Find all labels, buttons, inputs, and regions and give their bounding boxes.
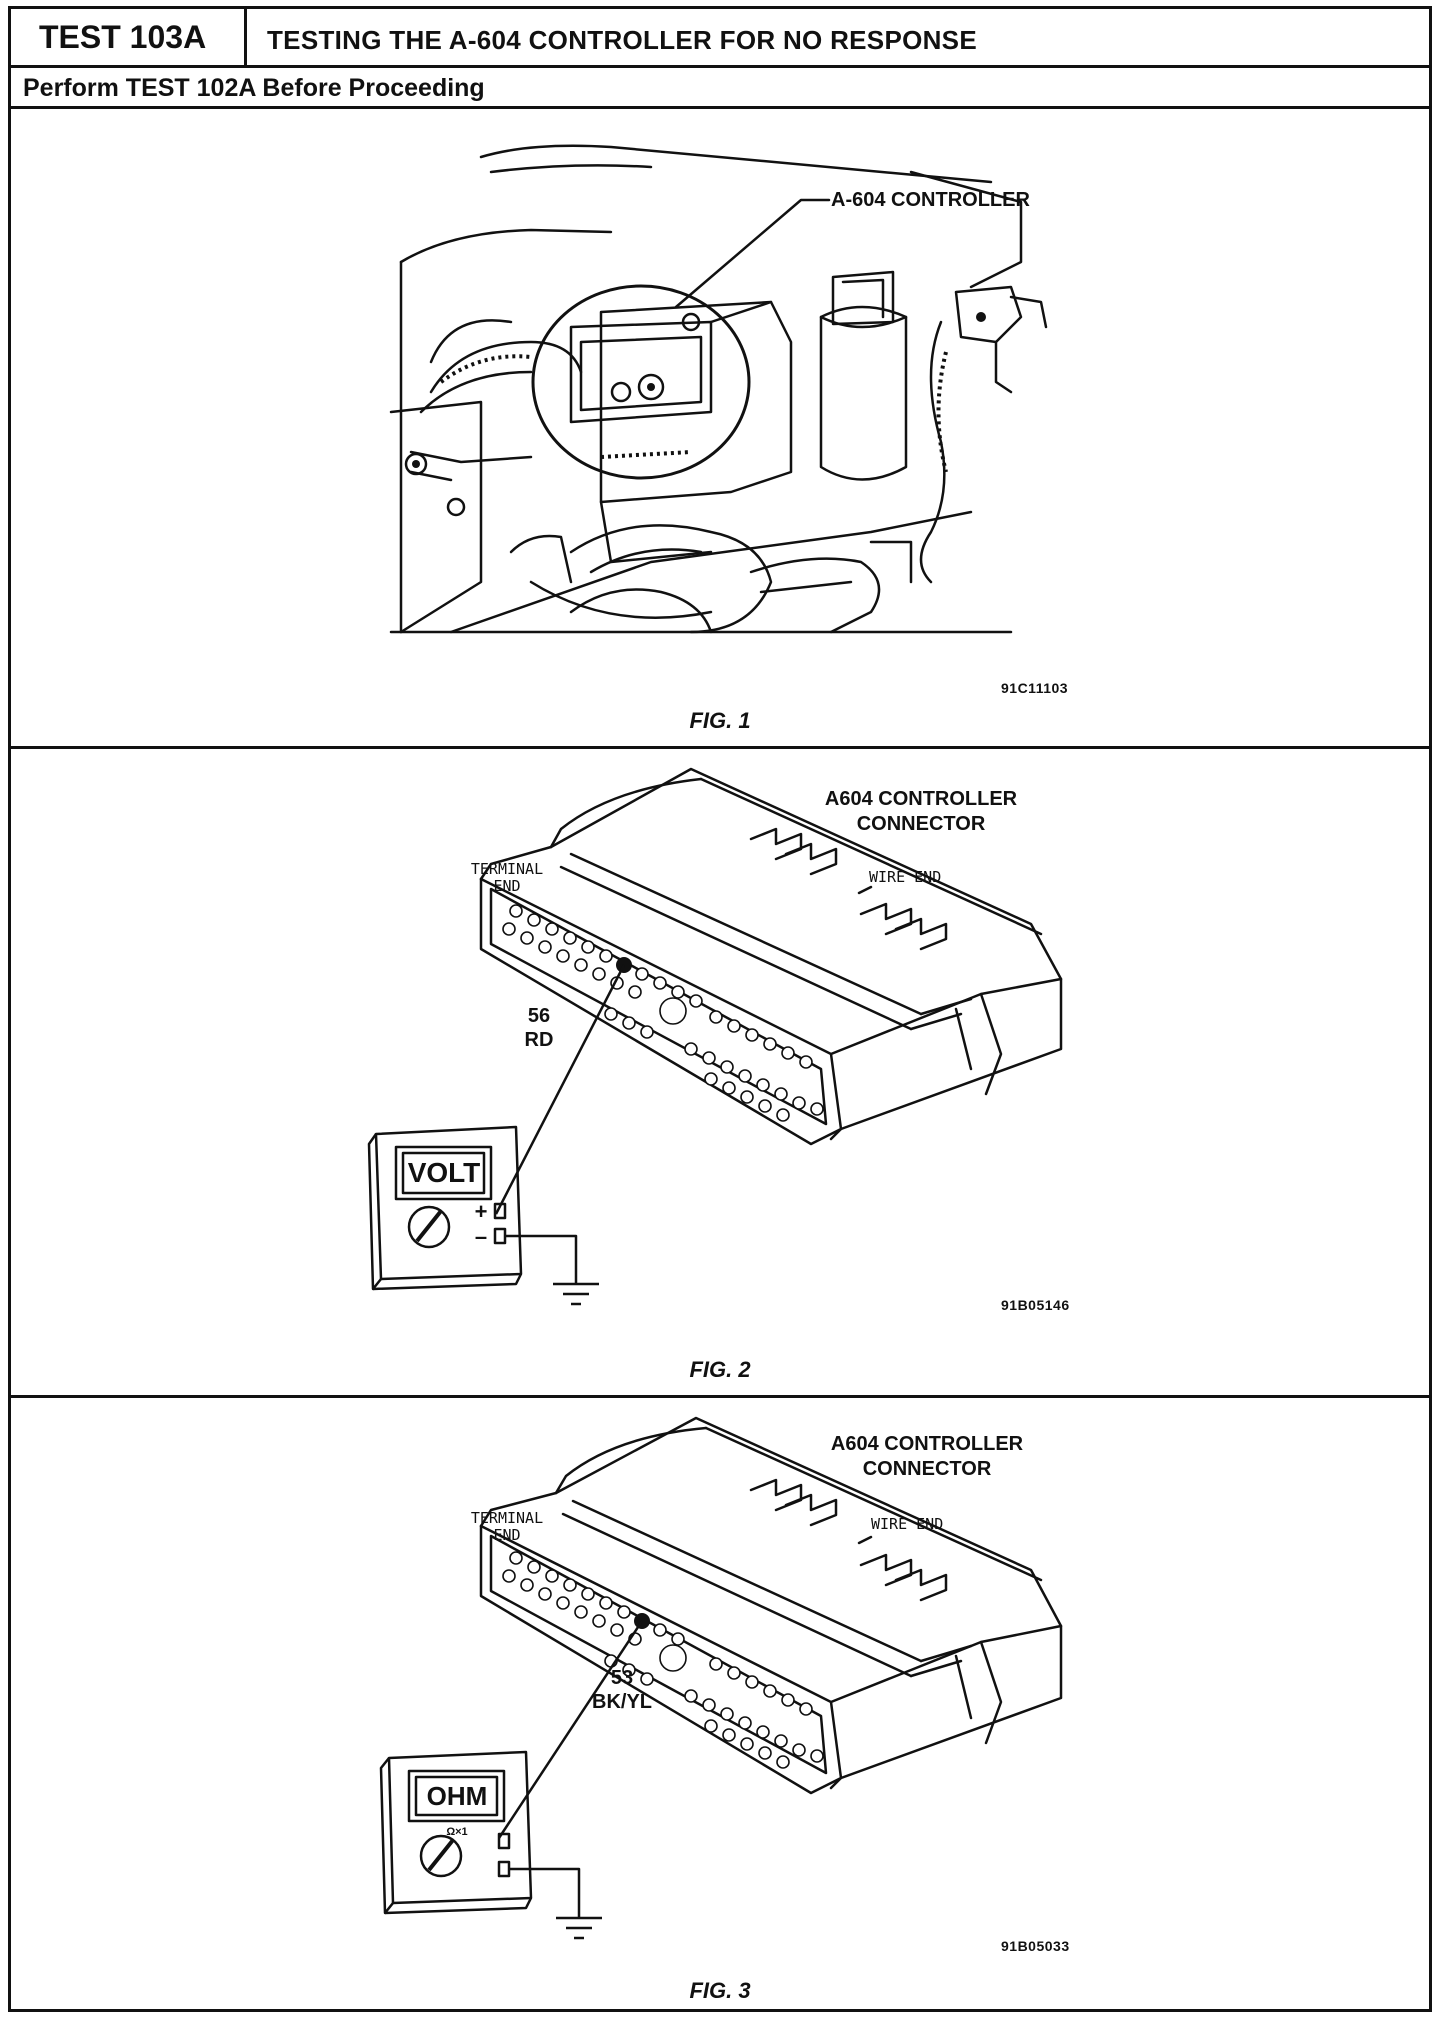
wire-number: 56 [527, 1005, 551, 1027]
wire-color: BK/YL [592, 1691, 652, 1713]
connector-callout-line1: A604 CONTROLLER [824, 788, 1018, 810]
wire-number: 53 [610, 1667, 634, 1689]
terminal-end-label: TERMINAL END [457, 1510, 557, 1544]
figure-2-ref-code: 91B05146 [1001, 1297, 1070, 1313]
wire-color: RD [524, 1029, 554, 1051]
connector-callout-line2: CONNECTOR [862, 1458, 992, 1480]
a604-controller-callout: A-604 CONTROLLER [831, 189, 1030, 211]
volt-meter-display: VOLT [408, 1157, 481, 1188]
terminal-end-line1: TERMINAL [470, 860, 544, 878]
figure-1-panel: A-604 CONTROLLER 91C11103 FIG. 1 [11, 112, 1429, 749]
figure-3-ref-code: 91B05033 [1001, 1938, 1070, 1954]
wire-end-label: WIRE END [869, 868, 942, 886]
connector-voltage-test-illustration: VOLT + – [367, 767, 1063, 1306]
wire-end-label: WIRE END [871, 1515, 944, 1533]
terminal-end-label: TERMINAL END [457, 861, 557, 895]
figure-2-caption: FIG. 2 [689, 1357, 751, 1382]
figure-1-ref-code: 91C11103 [1001, 680, 1069, 696]
figure-2-panel: VOLT + – A604 CONTROLLER CONNECTOR TERMI… [11, 749, 1429, 1398]
ohm-meter-display: OHM [427, 1781, 488, 1811]
connector-callout: A604 CONTROLLER CONNECTOR [801, 787, 1041, 837]
ohm-meter-range-label: Ω×1 [446, 1826, 467, 1838]
wire-id-label: 53 BK/YL [577, 1666, 667, 1714]
figure-1-caption: FIG. 1 [689, 708, 751, 733]
service-procedure-page: TEST 103A TESTING THE A-604 CONTROLLER F… [8, 6, 1432, 2012]
connector-pins [502, 1551, 824, 1769]
test-id: TEST 103A [11, 9, 247, 65]
connector-callout-line1: A604 CONTROLLER [830, 1433, 1024, 1455]
connector-pins [502, 904, 824, 1122]
connector-resistance-test-illustration: OHM Ω×1 [379, 1416, 1063, 1940]
connector-callout: A604 CONTROLLER CONNECTOR [807, 1432, 1047, 1482]
figure-3-caption: FIG. 3 [689, 1978, 751, 2003]
test-title: TESTING THE A-604 CONTROLLER FOR NO RESP… [267, 25, 977, 55]
meter-minus-terminal-label: – [475, 1224, 487, 1249]
prerequisite-note: Perform TEST 102A Before Proceeding [11, 68, 1429, 109]
header-row: TEST 103A TESTING THE A-604 CONTROLLER F… [11, 9, 1429, 68]
engine-bay-illustration [389, 144, 1048, 634]
meter-plus-terminal-label: + [475, 1199, 488, 1224]
terminal-end-line2: END [493, 877, 521, 895]
figure-3-panel: OHM Ω×1 A604 CONTROLLER CONNECTOR TERMIN… [11, 1398, 1429, 2009]
terminal-end-line1: TERMINAL [470, 1509, 544, 1527]
wire-id-label: 56 RD [509, 1004, 569, 1052]
connector-callout-line2: CONNECTOR [856, 813, 986, 835]
terminal-end-line2: END [493, 1526, 521, 1544]
